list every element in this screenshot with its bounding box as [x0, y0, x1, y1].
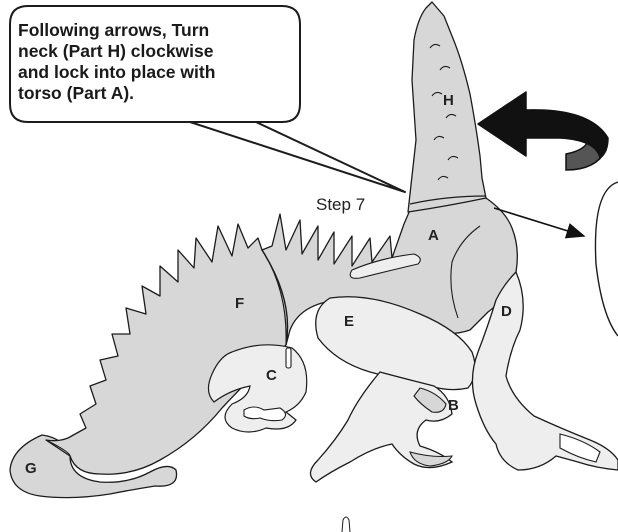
- part-label-b: B: [448, 397, 459, 414]
- torso-seam: [450, 225, 481, 319]
- part-label-g: G: [25, 460, 37, 477]
- part-b-toe: [413, 387, 447, 413]
- tail-tip-seam: [45, 439, 71, 457]
- neck-collar: [409, 195, 487, 205]
- part-h-neck: [407, 1, 487, 213]
- neck-scale-marks: [429, 43, 459, 181]
- magnification-circle: [594, 181, 618, 337]
- part-label-d: D: [501, 303, 512, 320]
- part-d-claw: [559, 433, 601, 463]
- tail-seam: [261, 249, 287, 346]
- part-label-e: E: [344, 313, 355, 330]
- pointer-arrow-icon: [493, 207, 586, 239]
- bottom-mark: [341, 516, 351, 532]
- part-b-claw: [409, 451, 453, 467]
- connector-peg: [285, 347, 292, 369]
- instruction-text: Following arrows, Turn neck (Part H) clo…: [18, 20, 216, 103]
- part-label-c: C: [266, 367, 277, 384]
- part-g-tail-tip: [9, 434, 178, 499]
- part-label-h: H: [443, 92, 454, 109]
- part-label-f: F: [235, 295, 245, 312]
- torso-slot: [349, 253, 421, 279]
- part-c-claw: [243, 406, 287, 422]
- part-label-a: A: [428, 227, 439, 244]
- callout-bubble: [9, 5, 406, 193]
- curved-rotation-arrow-icon: [477, 91, 609, 171]
- part-e-thigh: [315, 296, 476, 391]
- step-label: Step 7: [316, 195, 366, 214]
- part-d-leg: [471, 270, 618, 471]
